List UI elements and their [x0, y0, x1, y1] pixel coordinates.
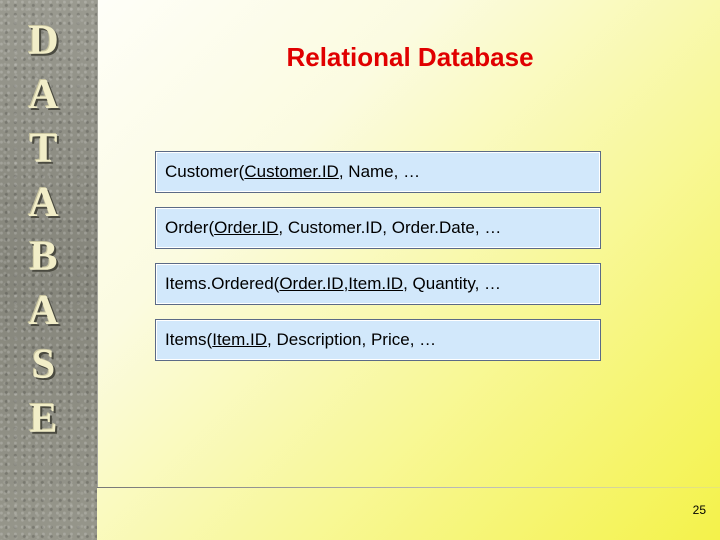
relation-attributes: , Customer.ID, Order.Date, … [278, 218, 502, 237]
primary-key: Item.ID [212, 330, 268, 349]
relation-prefix: Items( [165, 330, 213, 349]
sidebar-letter: S [31, 342, 56, 388]
relation-box-customer: Customer(Customer.ID, Name, … [155, 151, 601, 193]
relation-attributes: , Description, Price, … [267, 330, 437, 349]
sidebar-letter: D [28, 18, 59, 64]
sidebar-letter: A [28, 72, 59, 118]
relation-attributes: , Quantity, … [403, 274, 502, 293]
relation-box-order: Order(Order.ID, Customer.ID, Order.Date,… [155, 207, 601, 249]
primary-key: Customer.ID [244, 162, 339, 181]
relation-prefix: Customer( [165, 162, 245, 181]
relation-prefix: Order( [165, 218, 215, 237]
relation-box-items-ordered: Items.Ordered(Order.ID, Item.ID, Quantit… [155, 263, 601, 305]
key-separator: , [343, 274, 349, 293]
sidebar-strip: D A T A B A S E [0, 0, 97, 540]
sidebar-word: D A T A B A S E [0, 14, 97, 446]
sidebar-letter: E [29, 396, 58, 442]
primary-key: Order.ID [214, 218, 279, 237]
primary-key: Order.ID [279, 274, 344, 293]
sidebar-letter: A [28, 180, 59, 226]
relation-box-items: Items(Item.ID, Description, Price, … [155, 319, 601, 361]
sidebar-letter: A [28, 288, 59, 334]
relation-list: Customer(Customer.ID, Name, … Order(Orde… [155, 151, 601, 375]
sidebar-letter: B [29, 234, 58, 280]
slide-title: Relational Database [286, 42, 534, 72]
page-number: 25 [692, 503, 706, 517]
relation-prefix: Items.Ordered( [165, 274, 280, 293]
primary-key: Item.ID [348, 274, 404, 293]
sidebar-letter: T [29, 126, 58, 172]
vertical-divider [97, 0, 98, 487]
footer-divider [97, 487, 720, 488]
relation-attributes: , Name, … [338, 162, 421, 181]
